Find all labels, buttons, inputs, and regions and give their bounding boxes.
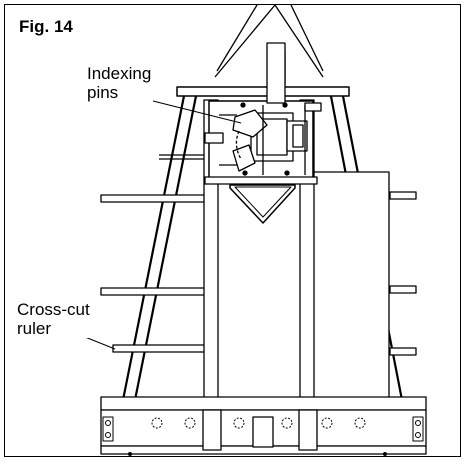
support-arms-right <box>389 191 417 356</box>
workpiece-panel <box>304 171 390 399</box>
leader-indexing-pins <box>144 98 242 124</box>
callout-indexing-pins: Indexing pins <box>85 64 154 102</box>
guide-tubes <box>203 99 315 453</box>
support-arms-left <box>100 194 206 353</box>
top-crossbar <box>176 86 350 97</box>
figure-frame: Fig. 14 Indexing pins Cross-cut ruler <box>4 4 461 457</box>
callout-indexing-pins-line1: Indexing <box>87 64 152 83</box>
base-rails <box>100 396 427 455</box>
figure-title: Fig. 14 <box>19 17 73 36</box>
callout-indexing-pins-line2: pins <box>87 83 119 102</box>
callout-cross-cut-ruler: Cross-cut ruler <box>15 300 92 338</box>
saw-carriage <box>204 42 322 180</box>
carriage-base <box>204 176 318 185</box>
callout-cross-cut-ruler-line1: Cross-cut <box>17 300 90 319</box>
callout-cross-cut-ruler-line2: ruler <box>17 319 52 338</box>
panel-saw-illustration <box>59 5 427 456</box>
base-fasteners <box>102 416 424 456</box>
